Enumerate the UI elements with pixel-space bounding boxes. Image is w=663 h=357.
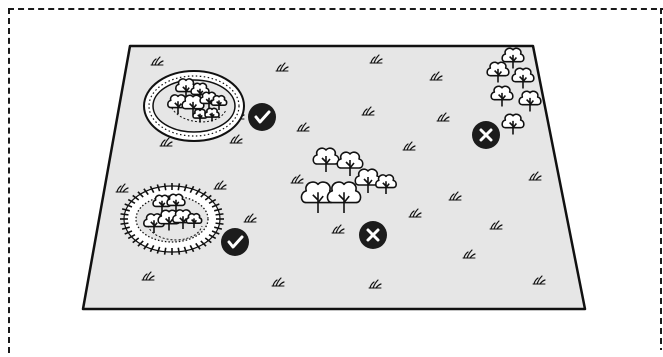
check-circle-icon (221, 228, 249, 256)
cross-circle-icon (359, 221, 387, 249)
check-circle-icon (248, 103, 276, 131)
cross-circle-icon (472, 121, 500, 149)
